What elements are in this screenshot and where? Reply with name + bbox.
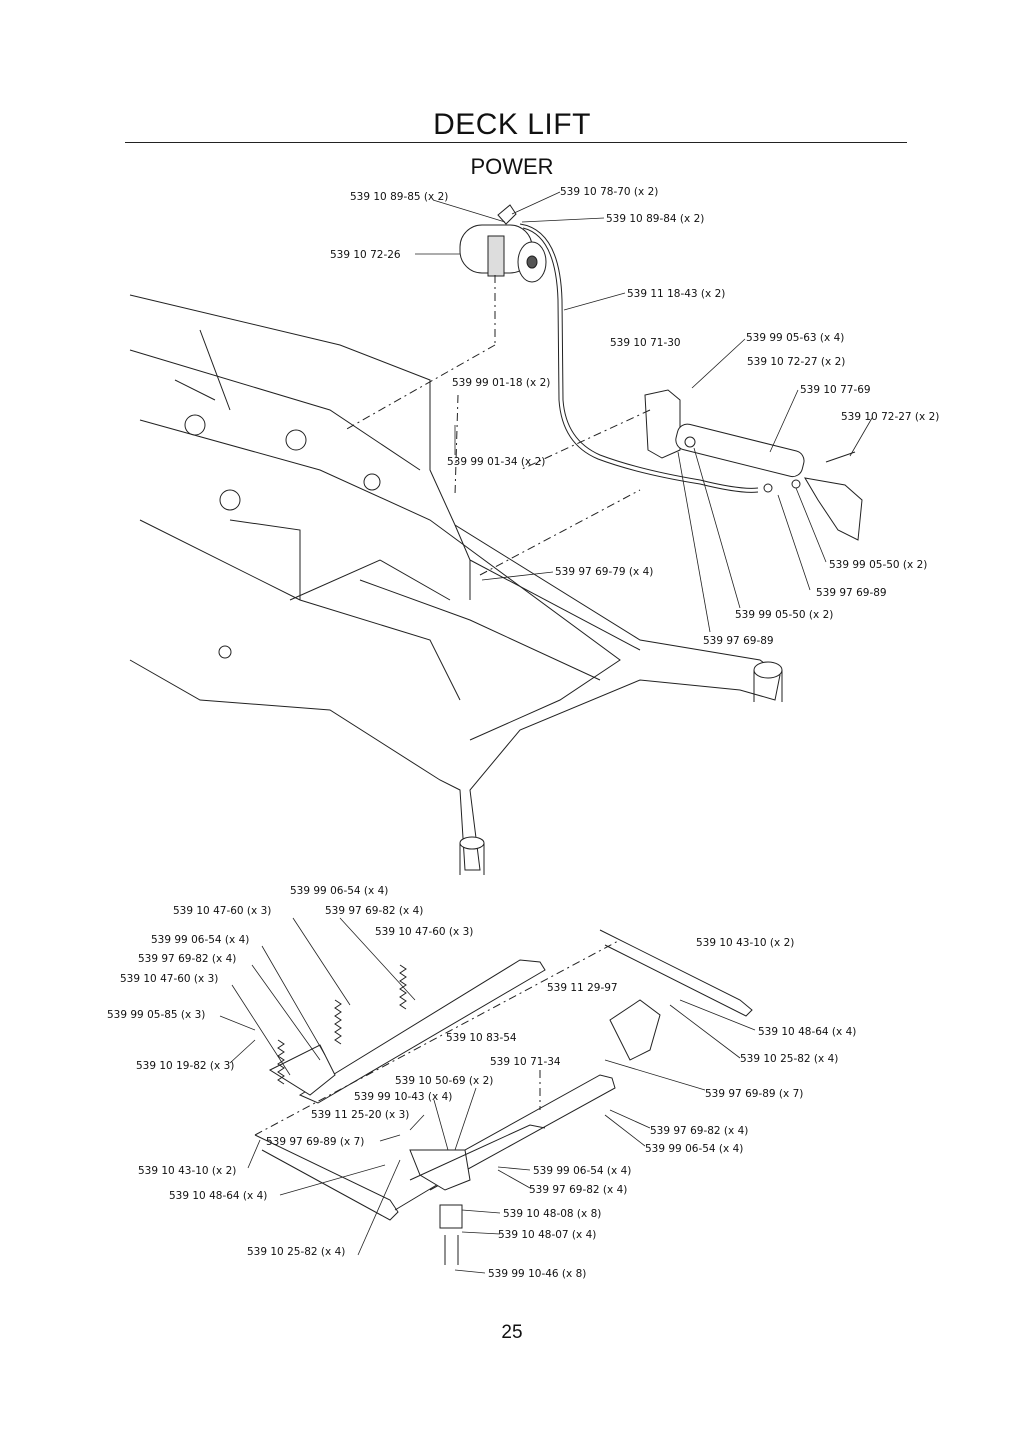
callout-lower: 539 10 25-82 (x 4) <box>247 1246 345 1258</box>
callout-lower: 539 10 48-64 (x 4) <box>758 1026 856 1038</box>
callout-upper: 539 99 01-18 (x 2) <box>452 377 550 389</box>
callout-lower: 539 97 69-82 (x 4) <box>529 1184 627 1196</box>
callout-upper: 539 99 05-50 (x 2) <box>735 609 833 621</box>
callout-upper: 539 10 89-85 (x 2) <box>350 191 448 203</box>
callout-upper: 539 99 01-34 (x 2) <box>447 456 545 468</box>
callout-upper: 539 10 72-26 <box>330 249 401 261</box>
lift-cylinder <box>644 389 863 541</box>
callout-lower: 539 10 48-64 (x 4) <box>169 1190 267 1202</box>
callout-upper: 539 10 72-27 (x 2) <box>841 411 939 423</box>
callout-lower: 539 10 47-60 (x 3) <box>120 973 218 985</box>
callout-lower: 539 99 06-54 (x 4) <box>645 1143 743 1155</box>
callout-lower: 539 10 83-54 <box>446 1032 517 1044</box>
callout-lower: 539 97 69-82 (x 4) <box>138 953 236 965</box>
callout-upper: 539 10 77-69 <box>800 384 871 396</box>
callout-upper: 539 10 71-30 <box>610 337 681 349</box>
actuator-motor <box>459 204 547 283</box>
linkage-centerlines <box>254 939 621 1136</box>
callout-lower: 539 97 69-89 (x 7) <box>705 1088 803 1100</box>
lift-linkage <box>254 929 753 1265</box>
callout-lower: 539 11 25-20 (x 3) <box>311 1109 409 1121</box>
callout-lower: 539 10 19-82 (x 3) <box>136 1060 234 1072</box>
callout-upper: 539 99 05-50 (x 2) <box>829 559 927 571</box>
callout-upper: 539 99 05-63 (x 4) <box>746 332 844 344</box>
callout-lower: 539 10 25-82 (x 4) <box>740 1053 838 1065</box>
callout-lower: 539 10 48-08 (x 8) <box>503 1208 601 1220</box>
callout-lower: 539 97 69-89 (x 7) <box>266 1136 364 1148</box>
callout-lower: 539 11 29-97 <box>547 982 618 994</box>
callout-lower: 539 97 69-82 (x 4) <box>650 1125 748 1137</box>
callout-lower: 539 10 50-69 (x 2) <box>395 1075 493 1087</box>
callout-lower: 539 10 48-07 (x 4) <box>498 1229 596 1241</box>
callout-lower: 539 99 06-54 (x 4) <box>290 885 388 897</box>
mower-frame <box>129 294 783 875</box>
callout-lower: 539 97 69-82 (x 4) <box>325 905 423 917</box>
callout-lower: 539 99 10-46 (x 8) <box>488 1268 586 1280</box>
callout-upper: 539 11 18-43 (x 2) <box>627 288 725 300</box>
actuator-cable <box>519 223 759 493</box>
section-subtitle: POWER <box>470 154 554 179</box>
callout-upper: 539 97 69-89 <box>703 635 774 647</box>
callout-upper: 539 10 78-70 (x 2) <box>560 186 658 198</box>
page-number: 25 <box>501 1322 523 1343</box>
callout-lower: 539 99 06-54 (x 4) <box>151 934 249 946</box>
callout-lower: 539 99 06-54 (x 4) <box>533 1165 631 1177</box>
callout-leaders <box>219 191 873 1274</box>
assembly-centerlines <box>344 275 651 576</box>
callout-lower: 539 10 47-60 (x 3) <box>375 926 473 938</box>
callout-lower: 539 99 10-43 (x 4) <box>354 1091 452 1103</box>
callout-lower: 539 10 43-10 (x 2) <box>696 937 794 949</box>
page-title: DECK LIFT <box>433 108 591 141</box>
callout-upper: 539 10 89-84 (x 2) <box>606 213 704 225</box>
callout-upper: 539 97 69-79 (x 4) <box>555 566 653 578</box>
callout-lower: 539 10 71-34 <box>490 1056 561 1068</box>
title-divider <box>125 142 907 143</box>
callout-lower: 539 99 05-85 (x 3) <box>107 1009 205 1021</box>
callout-lower: 539 10 47-60 (x 3) <box>173 905 271 917</box>
callout-upper: 539 10 72-27 (x 2) <box>747 356 845 368</box>
callout-lower: 539 10 43-10 (x 2) <box>138 1165 236 1177</box>
callout-upper: 539 97 69-89 <box>816 587 887 599</box>
